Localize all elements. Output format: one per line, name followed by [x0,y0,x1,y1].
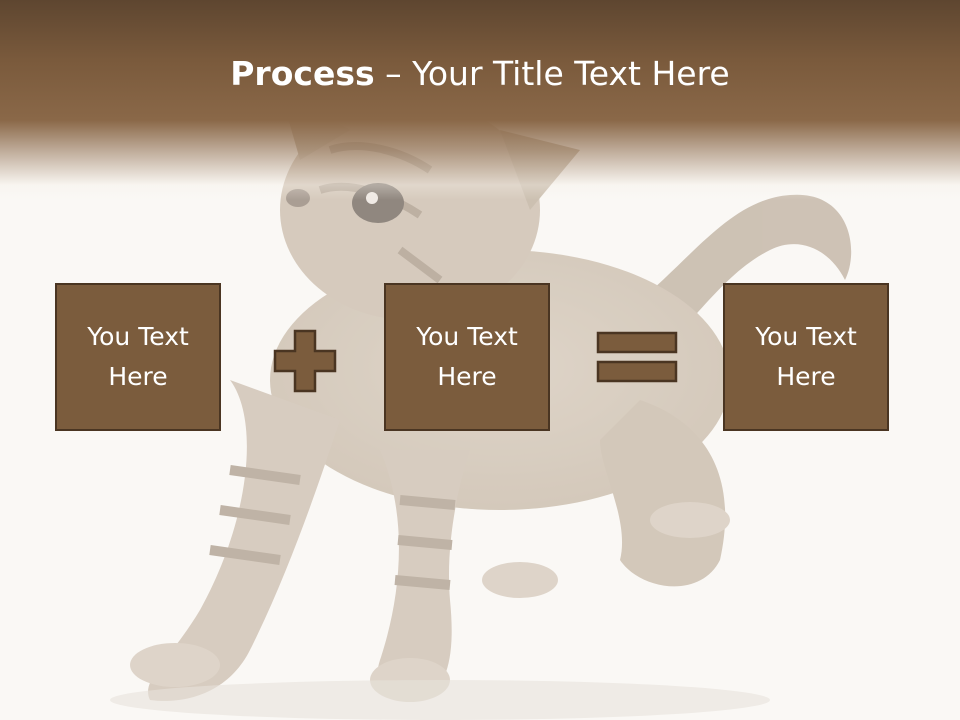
title-rest: – Your Title Text Here [374,54,730,93]
plus-icon [273,329,337,393]
text-box-1[interactable]: You Text Here [55,283,221,431]
text-box-2[interactable]: You Text Here [384,283,550,431]
equals-icon [596,331,678,383]
text-box-3[interactable]: You Text Here [723,283,889,431]
title-bold-part: Process [230,54,375,93]
text-box-3-label: You Text Here [755,322,857,391]
slide-title[interactable]: Process – Your Title Text Here [0,52,960,96]
text-box-2-label: You Text Here [416,322,518,391]
title-band [0,0,960,200]
text-box-1-label: You Text Here [87,322,189,391]
